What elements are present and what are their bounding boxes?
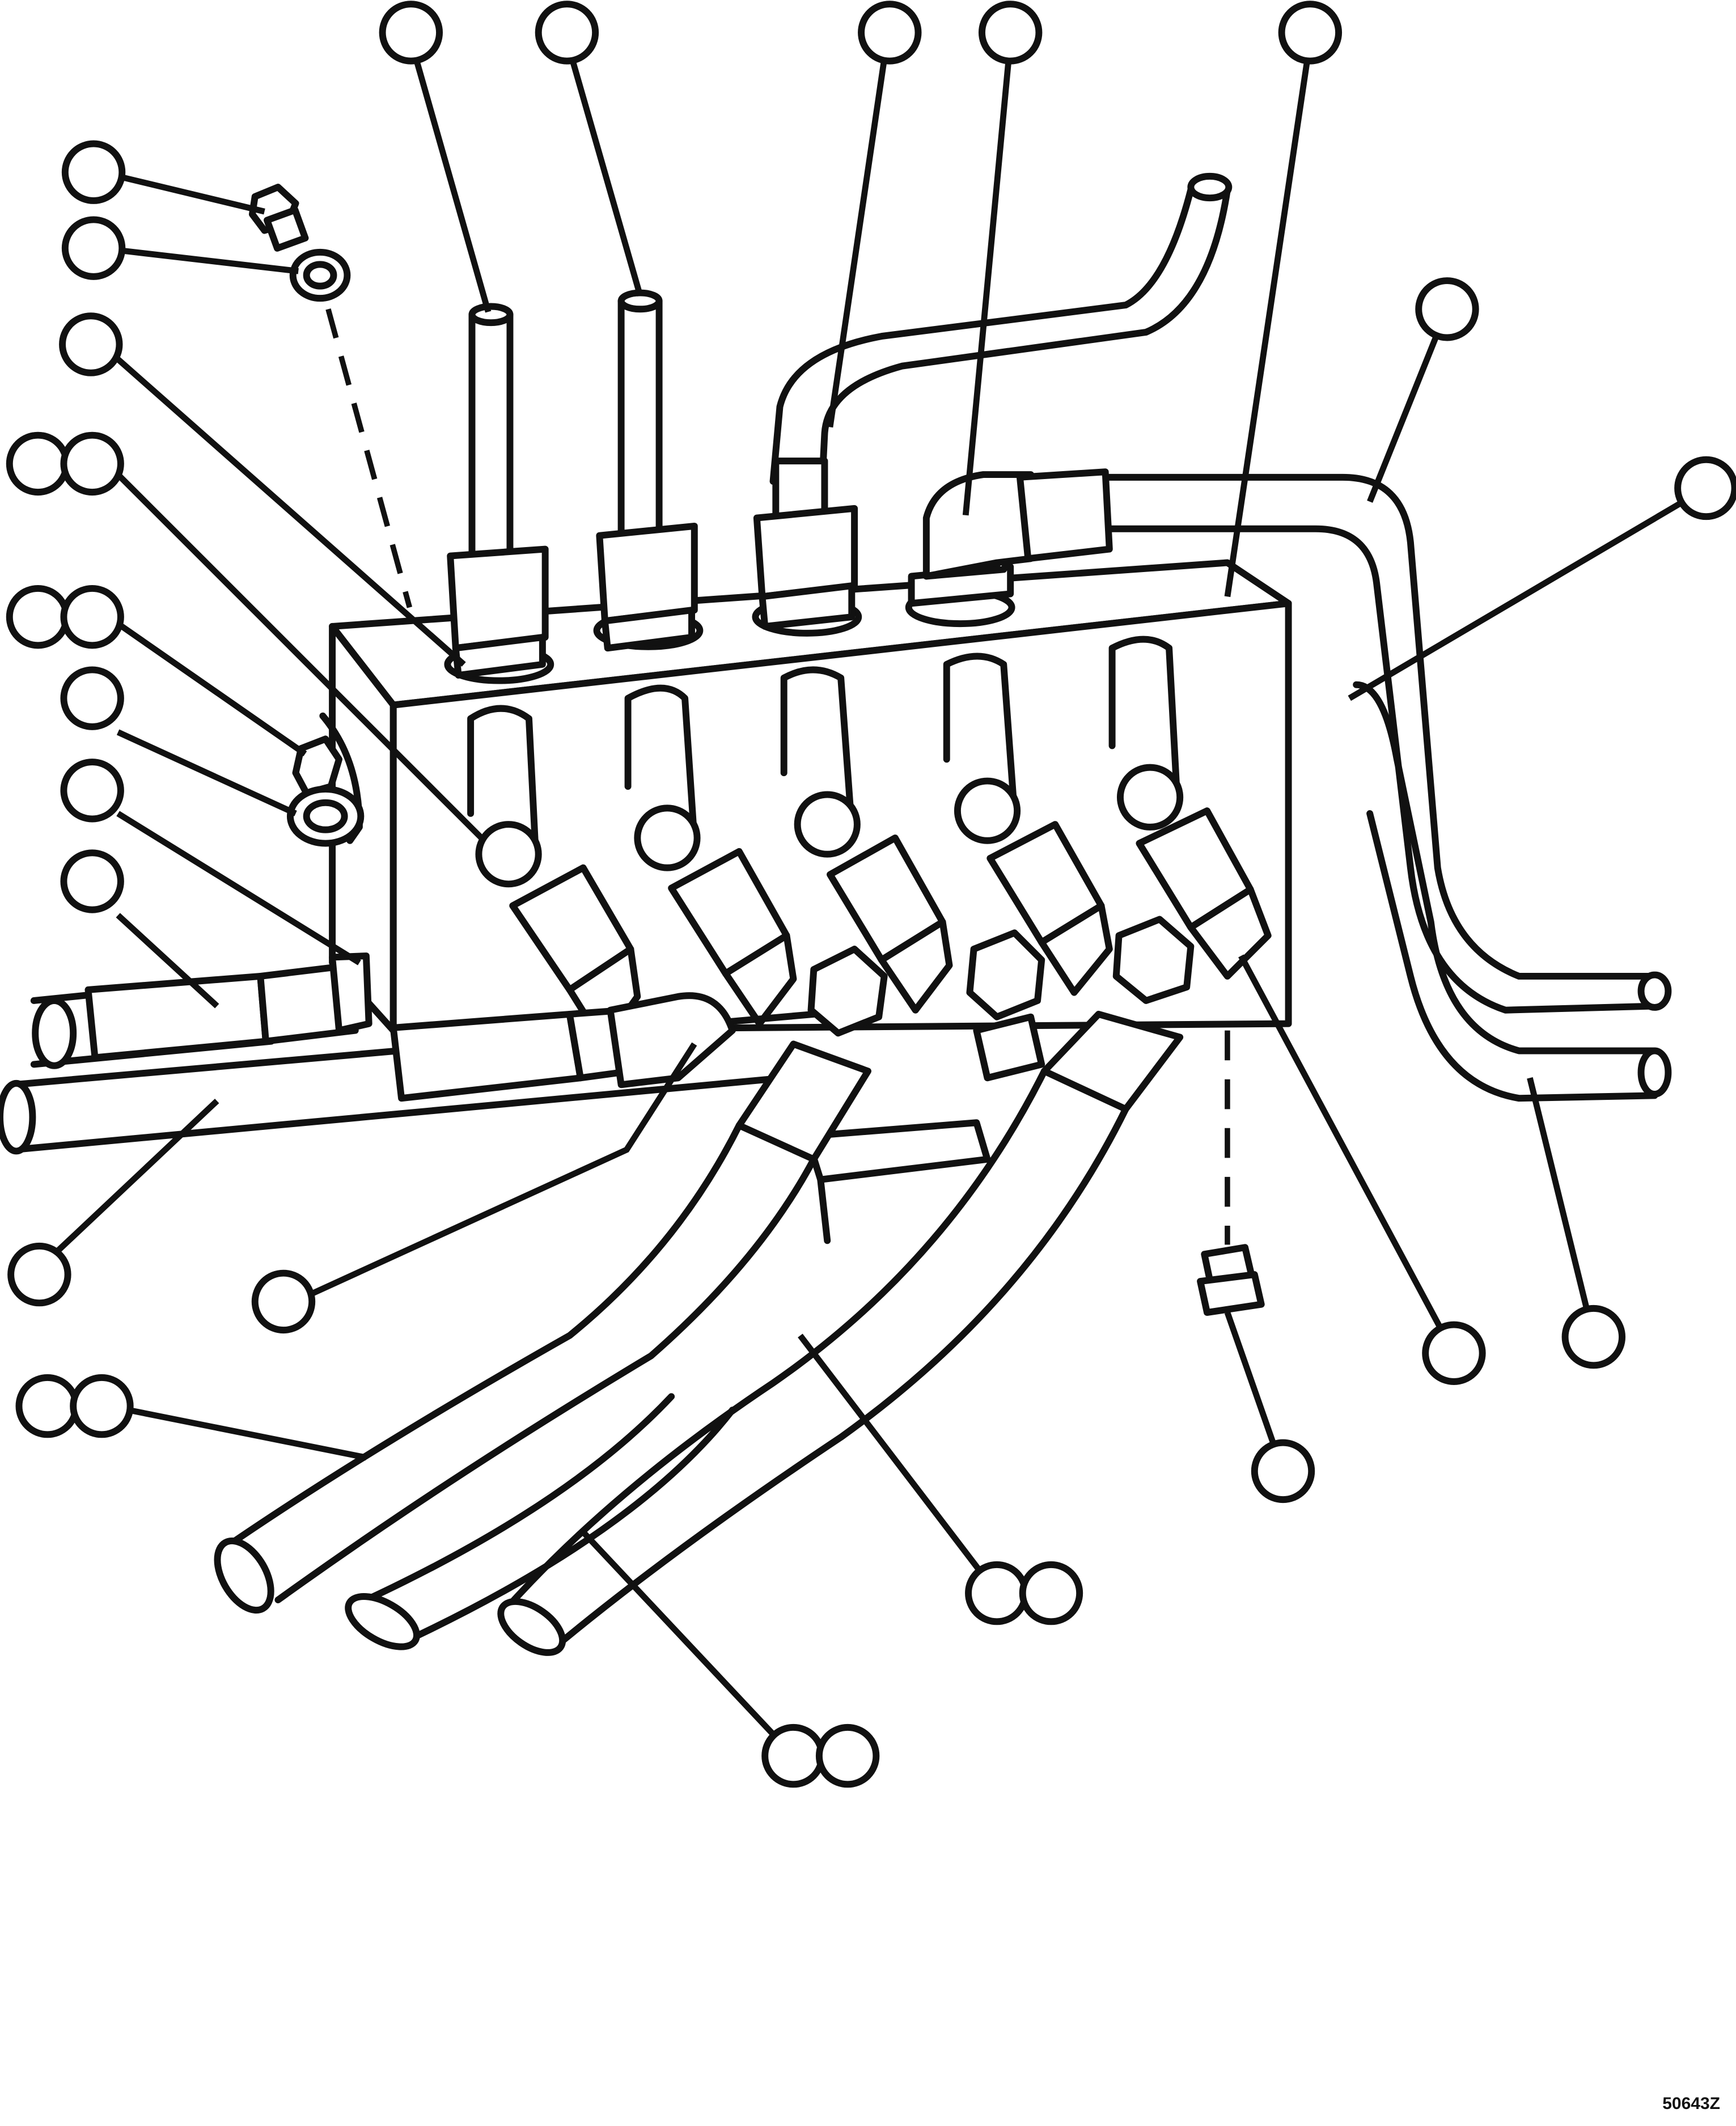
item-balloons [6, 1, 1736, 1788]
item-balloon [965, 1561, 1029, 1625]
item-balloon [978, 1, 1043, 65]
item-balloon [1415, 277, 1479, 341]
item-balloon [6, 585, 70, 649]
top-tube-fittings [444, 289, 1113, 684]
lower-horizontal-tubes [0, 952, 991, 1244]
item-balloon [15, 1374, 79, 1438]
item-balloon [60, 849, 124, 913]
item-balloon [815, 1723, 880, 1788]
item-balloon [761, 1723, 825, 1788]
item-balloon [61, 216, 126, 280]
item-balloon [6, 431, 70, 496]
item-balloon [7, 1242, 71, 1307]
item-balloon [70, 1374, 134, 1438]
item-balloon [1422, 1321, 1486, 1386]
drawing-number: 50643Z [1662, 2094, 1720, 2113]
item-balloon [60, 585, 124, 649]
item-balloon [251, 1269, 316, 1334]
right-rear-tubes [769, 172, 1672, 1102]
item-balloon [60, 666, 124, 730]
hoses [214, 1010, 1184, 1656]
left-fasteners [248, 184, 1265, 1316]
item-balloon [60, 759, 124, 823]
item-balloon [1278, 1, 1343, 65]
item-balloon [858, 1, 922, 65]
item-balloon [1561, 1305, 1626, 1369]
item-balloon [59, 312, 123, 376]
item-balloon [379, 1, 443, 65]
item-balloon [1251, 1439, 1315, 1504]
leader-lines [52, 40, 1708, 1758]
item-balloon [535, 1, 599, 65]
item-balloon [1674, 456, 1736, 520]
item-balloon [60, 431, 124, 496]
front-hose-fittings [467, 636, 1272, 1082]
item-balloon [1019, 1561, 1083, 1625]
item-balloon [61, 140, 126, 204]
